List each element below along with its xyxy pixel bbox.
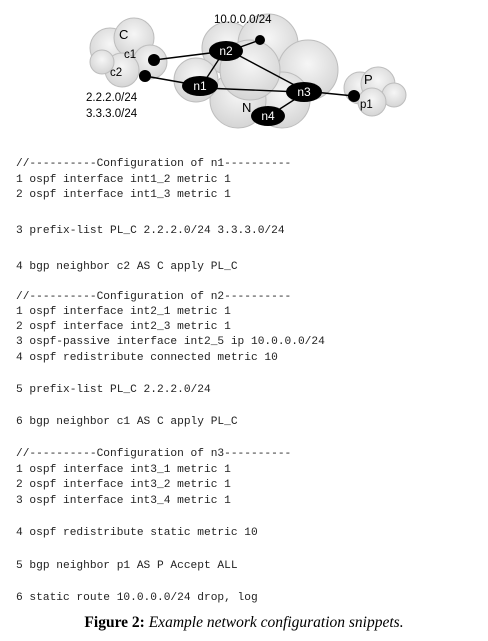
link-n2-n3: [235, 53, 301, 89]
endpoint-p1-label: p1: [360, 99, 373, 111]
config-line: 4 ospf redistribute static metric 10: [16, 527, 258, 539]
customer-cloud: [89, 17, 168, 88]
prefix-2-label: 2.2.2.0/24: [86, 92, 138, 104]
router-n4: [251, 106, 285, 126]
router-n2-label: n2: [219, 44, 233, 58]
router-n4-label: n4: [261, 109, 275, 123]
caption-text: Example network configuration snippets.: [148, 614, 404, 631]
router-n3-label: n3: [297, 85, 311, 99]
config-line: 6 static route 10.0.0.0/24 drop, log: [16, 592, 258, 604]
config-line: 1 ospf interface int3_1 metric 1: [16, 464, 231, 476]
prefix-10-label: 10.0.0.0/24: [214, 14, 272, 26]
link-n1-n3: [203, 87, 301, 93]
config-header-n1: //----------Configuration of n1---------…: [16, 158, 292, 170]
figure-caption: Figure 2: Example network configuration …: [0, 614, 488, 632]
endpoint-p1-dot: [348, 90, 360, 102]
peer-cloud-label: P: [364, 72, 373, 87]
config-header-n2: //----------Configuration of n2---------…: [16, 291, 292, 303]
config-line: 6 bgp neighbor c1 AS C apply PL_C: [16, 416, 238, 428]
config-line: 3 ospf-passive interface int2_5 ip 10.0.…: [16, 336, 325, 348]
endpoint-c2-label: c2: [110, 67, 122, 79]
network-topology-diagram: n1 n2 n3 n4 C N P c1 c2 p1 10.0.0.0/24 2…: [86, 13, 407, 129]
peer-cloud: [343, 66, 407, 117]
config-line: 4 ospf redistribute connected metric 10: [16, 352, 278, 364]
config-line: 5 prefix-list PL_C 2.2.2.0/24: [16, 384, 211, 396]
prefix-3-label: 3.3.3.0/24: [86, 108, 138, 120]
customer-cloud-label: C: [119, 27, 128, 42]
router-n2: [209, 41, 243, 61]
caption-label: Figure 2:: [84, 614, 145, 631]
config-line: 1 ospf interface int1_2 metric 1: [16, 174, 231, 186]
config-line: 1 ospf interface int2_1 metric 1: [16, 306, 231, 318]
config-line: 5 bgp neighbor p1 AS P Accept ALL: [16, 560, 238, 572]
config-line: 2 ospf interface int3_2 metric 1: [16, 479, 231, 491]
config-line: 2 ospf interface int1_3 metric 1: [16, 189, 231, 201]
prefix-10-dot: [255, 35, 265, 45]
config-line: 2 ospf interface int2_3 metric 1: [16, 321, 231, 333]
router-n3: [286, 82, 322, 102]
router-n1: [182, 76, 218, 96]
network-cloud-label: N: [242, 100, 251, 115]
config-header-n3: //----------Configuration of n3---------…: [16, 448, 292, 460]
config-line: 3 ospf interface int3_4 metric 1: [16, 495, 231, 507]
config-line: 4 bgp neighbor c2 AS C apply PL_C: [16, 261, 238, 273]
endpoint-c2-dot: [139, 70, 151, 82]
config-line: 3 prefix-list PL_C 2.2.2.0/24 3.3.3.0/24: [16, 225, 285, 237]
router-n1-label: n1: [193, 79, 207, 93]
endpoint-c1-dot: [148, 54, 160, 66]
endpoint-c1-label: c1: [124, 49, 136, 61]
